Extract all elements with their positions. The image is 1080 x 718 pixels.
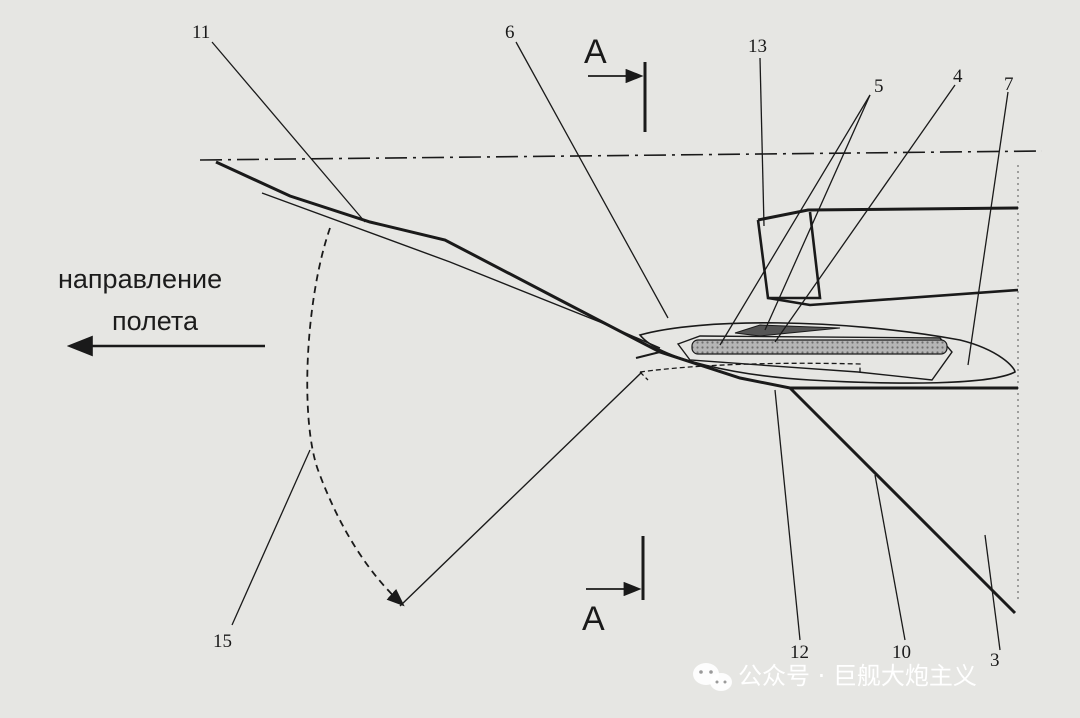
leader-line-11 (211, 41, 366, 223)
section-label-top: A (584, 33, 607, 71)
strake-outline (638, 322, 1016, 384)
fuselage-lower-contour (788, 386, 1017, 615)
hatched-panel (691, 339, 948, 355)
sweep-arc (306, 227, 405, 607)
callout-4: 4 (953, 66, 963, 87)
leader-line-13 (759, 57, 765, 227)
intake-duct (757, 206, 1019, 222)
upper-flap (734, 324, 841, 337)
compartment-outline (676, 335, 953, 381)
fairing-tip (635, 351, 661, 359)
callout-11: 11 (192, 22, 210, 43)
watermark-text: 公众号 · 巨舰大炮主义 (738, 662, 977, 690)
sweep-radial-line (399, 371, 643, 607)
leader-line-12 (774, 389, 801, 641)
callout-7: 7 (1004, 74, 1014, 95)
leader-line-4 (774, 84, 956, 343)
leader-line-5b (764, 94, 871, 331)
leader-line-3 (984, 534, 1001, 651)
fuselage-inner-line (261, 192, 661, 349)
callout-12: 12 (790, 642, 809, 663)
callout-10: 10 (892, 642, 911, 663)
leader-line-10 (874, 474, 906, 641)
leader-line-7 (967, 91, 1009, 366)
intake-lip (756, 211, 822, 300)
direction-label-line1: направление (58, 264, 222, 294)
callout-3: 3 (990, 650, 1000, 671)
callout-6: 6 (505, 22, 515, 43)
leader-line-6 (515, 41, 669, 319)
leader-line-5a (719, 94, 871, 346)
leader-line-15 (231, 449, 311, 626)
wechat-icon (693, 663, 732, 691)
callout-5: 5 (874, 76, 884, 97)
deployed-position-dashed (639, 362, 861, 374)
centerline (199, 150, 1043, 161)
section-label-bottom: A (582, 600, 605, 638)
fuselage-upper-contour (215, 160, 1018, 390)
direction-label-line2: полета (112, 306, 199, 336)
callout-15: 15 (213, 631, 232, 652)
intake-lower-wall (767, 288, 1019, 307)
callout-13: 13 (748, 36, 767, 57)
watermark: 公众号 · 巨舰大炮主义 (693, 662, 977, 691)
